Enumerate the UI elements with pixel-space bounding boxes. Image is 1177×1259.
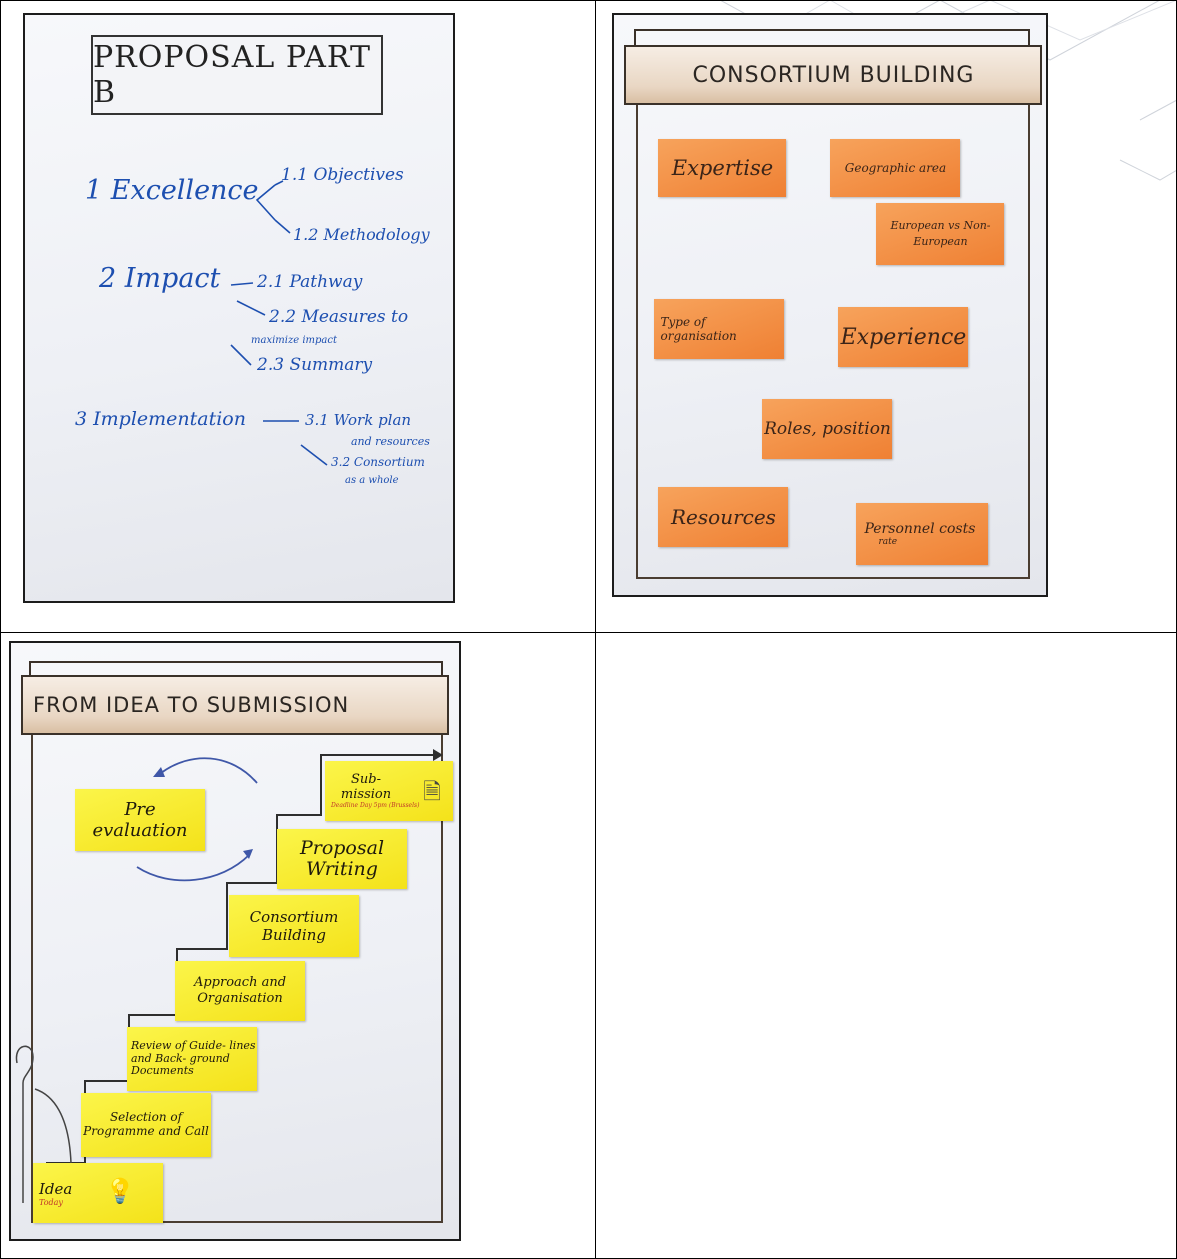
banner-frame [634,29,1031,49]
item-measures: 2.2 Measures to [269,307,409,327]
document-icon: 🗎 [423,780,441,805]
note-geographic: Geographic area [830,139,961,197]
note-pre-evaluation: Pre evaluation [75,789,205,851]
cell-bottom-left: FROM IDEA TO SUBMISSION Pre evaluation [0,632,597,1259]
item-objectives: 1.1 Objectives [281,165,404,185]
frame-line-left [31,735,33,1223]
note-idea-sub: Today [39,1197,63,1207]
note-expertise: Expertise [658,139,787,197]
frame-line-right [441,735,443,1223]
note-submission-sub: Deadline Day 5pm (Brussels) [331,801,420,809]
note-roles: Roles, position [762,399,893,459]
note-european: European vs Non-European [876,203,1005,265]
cell-bottom-right-empty [595,632,1177,1259]
frame-line-bottom [31,1221,443,1223]
item-consortium-sub: as a whole [345,475,399,486]
connector-lines [230,180,328,466]
photo-proposal-part-b: PROPOSAL PART B 1 Excellence 1.1 Objecti… [23,13,455,603]
note-personnel-label: Personnel costs [864,521,976,537]
proposal-title-box: PROPOSAL PART B [91,35,383,115]
note-idea: Idea Today 💡 [33,1163,163,1223]
note-review: Review of Guide- lines and Back- ground … [127,1027,257,1091]
item-summary: 2.3 Summary [257,355,373,375]
item-workplan: 3.1 Work plan [305,411,412,429]
note-resources: Resources [658,487,789,547]
submission-title: FROM IDEA TO SUBMISSION [33,693,350,717]
note-idea-label: Idea [39,1179,73,1198]
note-personnel: Personnel costs rate [856,503,989,565]
cell-top-right: CONSORTIUM BUILDING Expertise Geographic… [595,0,1177,633]
item-impact: 2 Impact [99,263,221,294]
lightbulb-icon: 💡 [105,1177,135,1205]
banner-frame [29,661,443,679]
photo-consortium-building: CONSORTIUM BUILDING Expertise Geographic… [612,13,1049,597]
note-approach: Approach and Organisation [175,961,305,1021]
note-consortium-building: Consortium Building [229,895,359,957]
note-submission-label: Sub- mission [340,772,392,802]
proposal-title: PROPOSAL PART B [93,40,371,110]
item-methodology: 1.2 Methodology [293,225,430,244]
item-consortium: 3.2 Consortium [331,455,425,469]
submission-banner: FROM IDEA TO SUBMISSION [21,675,449,735]
note-selection: Selection of Programme and Call [81,1093,211,1157]
frame-line-left [636,105,639,579]
frame-line-right [1028,105,1031,579]
item-pathway: 2.1 Pathway [257,272,363,292]
note-submission: Sub- mission Deadline Day 5pm (Brussels)… [325,761,453,821]
consortium-title: CONSORTIUM BUILDING [692,62,975,88]
item-measures-sub: maximize impact [251,335,337,346]
photo-idea-to-submission: FROM IDEA TO SUBMISSION Pre evaluation [9,641,461,1241]
frame-line-bottom [636,577,1031,579]
consortium-banner: CONSORTIUM BUILDING [624,45,1043,105]
note-proposal-writing: Proposal Writing [277,829,407,889]
item-excellence: 1 Excellence [85,175,259,206]
note-experience: Experience [838,307,969,367]
note-personnel-sub: rate [878,537,898,547]
cell-top-left: PROPOSAL PART B 1 Excellence 1.1 Objecti… [0,0,597,633]
item-implementation: 3 Implementation [75,408,246,430]
note-type-org: Type of organisation [654,299,785,359]
item-workplan-sub: and resources [351,435,430,448]
